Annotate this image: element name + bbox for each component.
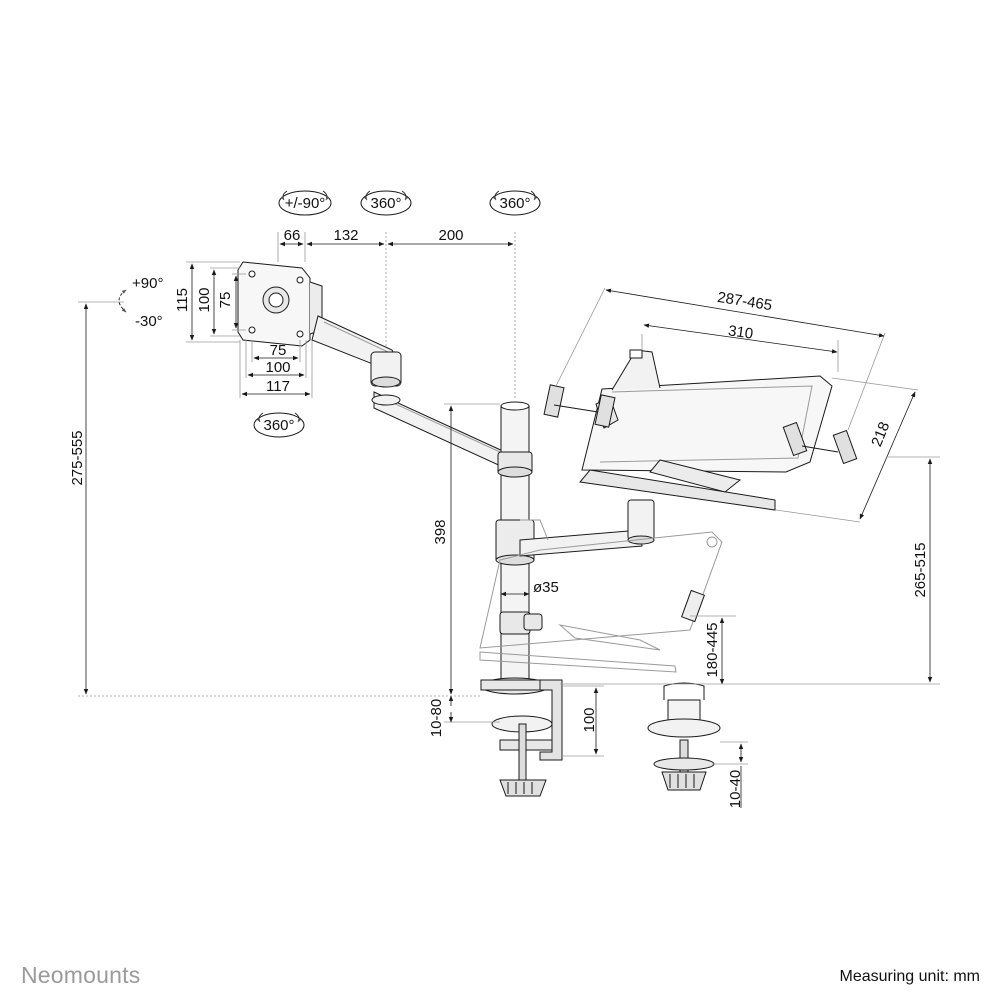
tray-arm (519, 499, 655, 557)
dim-tray-height-upper: 265-515 (912, 542, 929, 597)
vesa-width-dimensions (239, 340, 313, 398)
monitor-arm (311, 315, 506, 469)
dim-pole-diameter: ø35 (533, 579, 559, 596)
dim-vesa-width-inner: 75 (270, 342, 287, 359)
vesa-height-dimensions (186, 261, 246, 343)
dim-tray-depth: 218 (868, 420, 893, 450)
dim-pole-height: 398 (432, 519, 449, 544)
laptop-tray-lower (479, 519, 723, 673)
tray-depth-dimension (775, 377, 919, 523)
dim-vesa-height-mid: 100 (196, 287, 213, 312)
dim-tray-height-lower: 180-445 (704, 622, 721, 677)
measuring-unit-note: Measuring unit: mm (839, 968, 981, 985)
dim-vesa-height-outer: 115 (174, 288, 191, 312)
clamp-height-dimension (562, 685, 604, 757)
dim-vesa-width-outer: 117 (266, 378, 290, 395)
clamp-desk-thickness-dimension (444, 695, 500, 723)
tray-height-upper-dimension (560, 456, 940, 685)
vesa-plate (237, 261, 323, 347)
dim-grommet-thickness: 10-40 (727, 770, 744, 808)
rotation-badge-arm-joint: 360° (360, 190, 412, 216)
dim-monitor-offset: 66 (284, 227, 301, 244)
tilt-down-label: -30° (135, 313, 163, 330)
total-height-dimension (78, 301, 480, 697)
rotation-badge-tilt: +/-90° (278, 190, 332, 216)
tray-height-lower-dimension (690, 615, 736, 685)
dim-clamp-height: 100 (581, 707, 598, 732)
desk-clamp (480, 677, 563, 797)
vesa-rotation-label: 360° (263, 417, 294, 434)
dim-total-height: 275-555 (69, 430, 86, 485)
dim-arm-outer: 200 (438, 227, 463, 244)
dim-tray-width-range: 287-465 (716, 289, 773, 314)
dim-desk-thickness-clamp: 10-80 (428, 699, 445, 737)
pole (495, 401, 543, 691)
tray-width-dimensions (555, 287, 886, 431)
pole-height-dimension (444, 403, 500, 695)
grommet-thickness-dimension (712, 741, 748, 808)
arm-joint-rotation-label: 360° (370, 195, 401, 212)
dim-arm-inner: 132 (333, 227, 358, 244)
rotation-badge-vesa: 360° (253, 412, 305, 438)
top-arm-dimensions (277, 232, 516, 400)
pole-joint-rotation-label: 360° (499, 195, 530, 212)
grommet-mount (647, 682, 721, 791)
dim-tray-width: 310 (727, 322, 754, 342)
tilt-label: +/-90° (285, 195, 326, 212)
dim-vesa-height-inner: 75 (217, 292, 234, 309)
tilt-up-label: +90° (132, 275, 163, 292)
dim-vesa-width-mid: 100 (265, 359, 290, 376)
tilt-range-indicator: +90° -30° (118, 275, 163, 330)
laptop-tray-upper (543, 349, 858, 511)
rotation-badge-pole-joint: 360° (489, 190, 541, 216)
brand-logo-text: Neomounts (21, 962, 141, 988)
